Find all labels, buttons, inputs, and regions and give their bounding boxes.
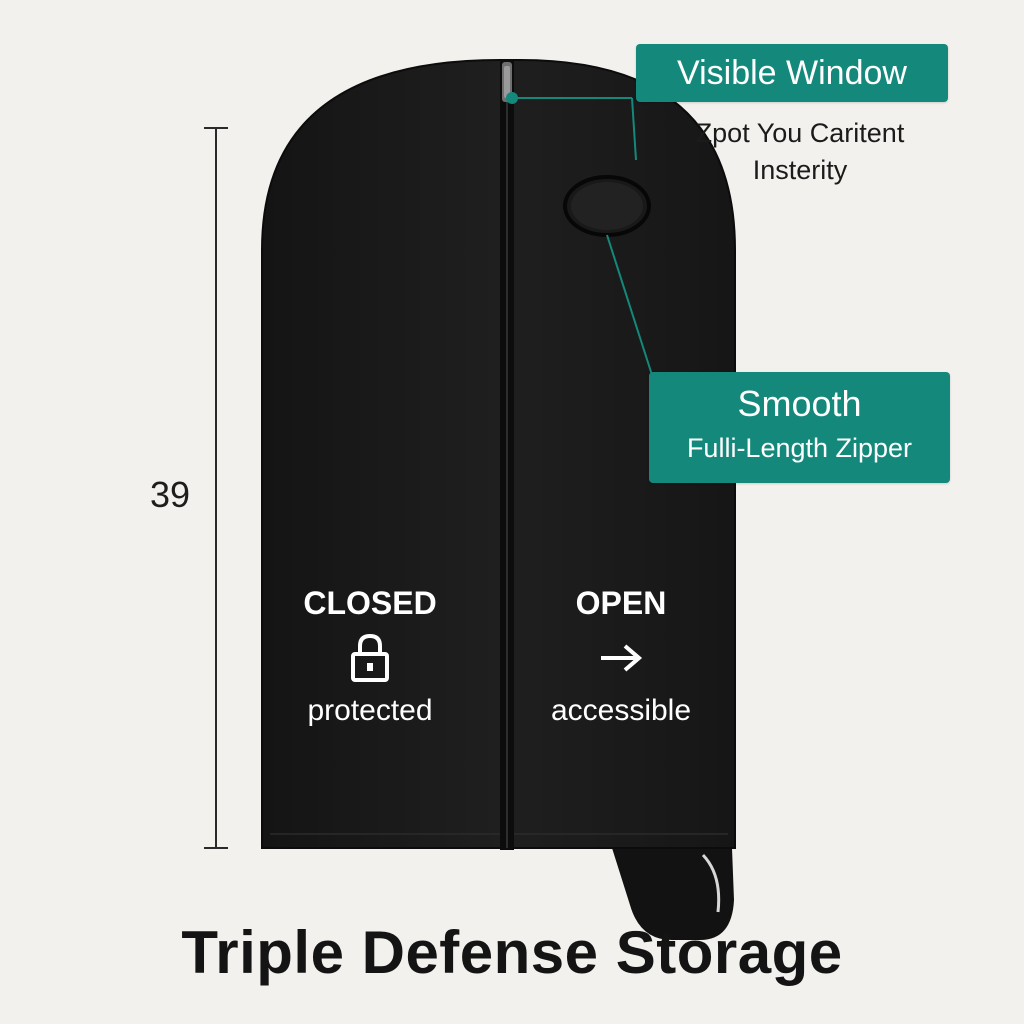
visible-window-description-line1: Zpot You Caritent bbox=[695, 118, 905, 148]
zipper-callout-title: Smooth bbox=[737, 383, 862, 424]
product-title: Triple Defense Storage bbox=[181, 919, 843, 986]
callout-leader-lines bbox=[506, 92, 653, 376]
lock-icon bbox=[351, 633, 389, 682]
closed-state-caption: protected bbox=[307, 694, 433, 727]
height-dimension-line bbox=[204, 127, 228, 849]
bottom-hanging-tab bbox=[612, 848, 734, 940]
open-state-title: OPEN bbox=[575, 585, 667, 621]
visible-window-description-line2: Insterity bbox=[752, 155, 848, 185]
visible-window-description: Zpot You Caritent Insterity bbox=[650, 115, 950, 189]
closed-state-label: CLOSED protected bbox=[270, 584, 470, 730]
visible-window bbox=[563, 175, 651, 237]
open-state-label: OPEN accessible bbox=[520, 584, 722, 730]
arrow-right-icon bbox=[601, 644, 643, 672]
visible-window-callout-title: Visible Window bbox=[677, 54, 907, 92]
full-length-zipper bbox=[500, 60, 514, 850]
closed-state-title: CLOSED bbox=[303, 585, 437, 621]
open-state-caption: accessible bbox=[550, 694, 692, 727]
height-dimension-label: 39 bbox=[150, 474, 191, 515]
zipper-callout: Smooth Fulli-Length Zipper bbox=[649, 372, 950, 483]
zipper-callout-subtitle: Fulli-Length Zipper bbox=[686, 433, 913, 463]
visible-window-callout: Visible Window bbox=[636, 44, 948, 102]
